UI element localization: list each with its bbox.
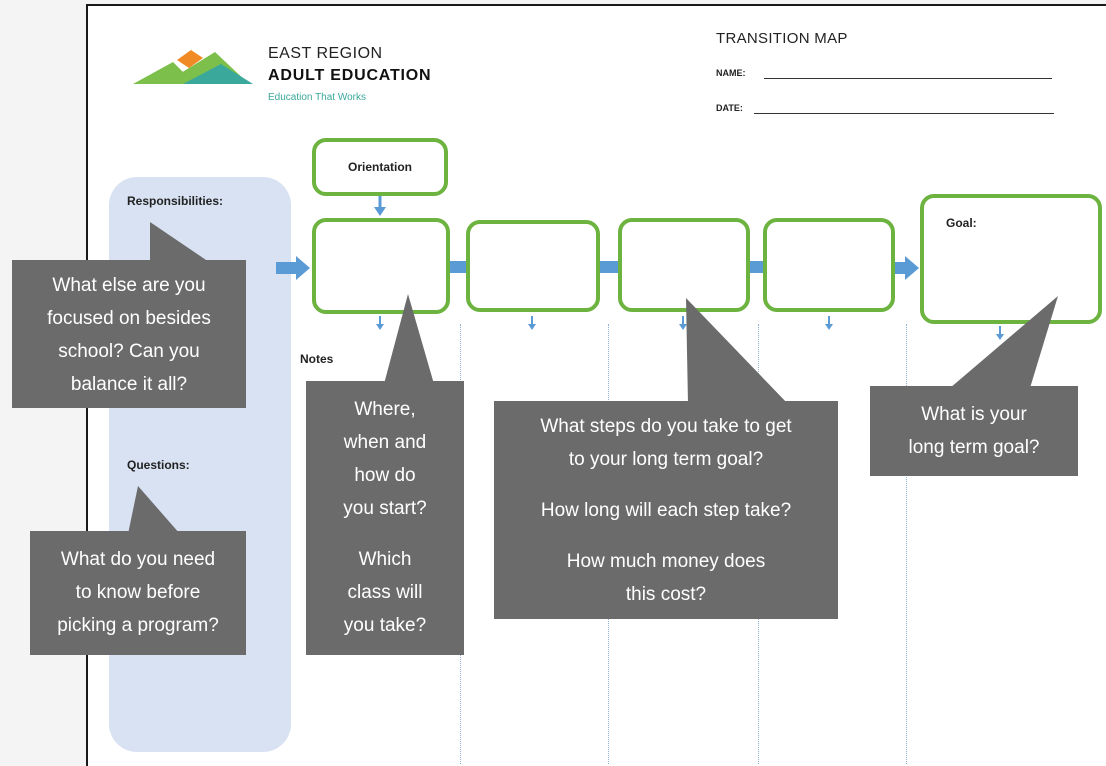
callout-start: Where, when and how do you start? Which … bbox=[306, 381, 464, 655]
callout-text: Where, bbox=[354, 399, 416, 420]
goal-box[interactable]: Goal: bbox=[920, 194, 1102, 324]
callout-text: you take? bbox=[343, 615, 427, 636]
org-name-line2: ADULT EDUCATION bbox=[268, 67, 432, 84]
orientation-box[interactable]: Orientation bbox=[312, 138, 448, 196]
orientation-label: Orientation bbox=[347, 160, 412, 174]
callout-text: focused on besides bbox=[47, 308, 211, 329]
document-title: TRANSITION MAP bbox=[716, 30, 848, 47]
responsibilities-label: Responsibilities: bbox=[127, 194, 224, 208]
column-divider bbox=[906, 324, 907, 764]
callout-text: this cost? bbox=[625, 584, 707, 605]
connector-2 bbox=[600, 261, 618, 273]
callout-text: balance it all? bbox=[70, 374, 188, 395]
arrow-down-icon bbox=[825, 316, 833, 330]
date-field[interactable] bbox=[754, 113, 1054, 114]
callout-text: you start? bbox=[343, 498, 427, 519]
name-label: NAME: bbox=[716, 68, 746, 78]
arrow-down-icon bbox=[528, 316, 536, 330]
arrow-right-icon bbox=[276, 256, 310, 280]
callout-text: What steps do you take to get bbox=[540, 416, 792, 437]
callout-text: school? Can you bbox=[58, 341, 200, 362]
callout-text: picking a program? bbox=[57, 615, 219, 636]
callout-text: How long will each step take? bbox=[540, 500, 792, 521]
callout-text: when and bbox=[343, 432, 427, 453]
connector-3 bbox=[750, 261, 763, 273]
callout-questions: What do you need to know before picking … bbox=[30, 531, 246, 655]
org-tagline: Education That Works bbox=[268, 92, 367, 103]
date-label: DATE: bbox=[716, 103, 743, 113]
callout-steps: What steps do you take to get to your lo… bbox=[494, 401, 838, 619]
callout-text: What else are you bbox=[52, 275, 206, 296]
callout-text: long term goal? bbox=[908, 437, 1040, 458]
callout-text: to your long term goal? bbox=[568, 449, 764, 470]
callout-text: What is your bbox=[921, 404, 1027, 425]
step-box-4[interactable] bbox=[763, 218, 895, 312]
step-box-1[interactable] bbox=[312, 218, 450, 314]
step-box-2[interactable] bbox=[466, 220, 600, 312]
callout-text: What do you need bbox=[60, 549, 216, 570]
org-name-line1: EAST REGION bbox=[268, 45, 383, 62]
name-field[interactable] bbox=[764, 78, 1052, 79]
callout-text: class will bbox=[347, 582, 423, 603]
arrow-right-icon bbox=[895, 256, 919, 280]
callout-responsibilities: What else are you focused on besides sch… bbox=[12, 260, 246, 408]
notes-label: Notes bbox=[300, 352, 334, 366]
step-box-3[interactable] bbox=[618, 218, 750, 312]
logo-mountains-icon bbox=[133, 50, 253, 84]
arrow-down-icon bbox=[376, 316, 384, 330]
callout-goal: What is your long term goal? bbox=[870, 386, 1078, 476]
transition-map-page: EAST REGION ADULT EDUCATION Education Th… bbox=[12, 4, 1106, 766]
arrow-down-icon bbox=[374, 196, 386, 216]
callout-text: Which bbox=[358, 549, 412, 570]
questions-label: Questions: bbox=[127, 458, 190, 472]
callout-text: How much money does bbox=[566, 551, 766, 572]
connector-1 bbox=[450, 261, 466, 273]
goal-label: Goal: bbox=[946, 216, 977, 230]
callout-text: to know before bbox=[75, 582, 201, 603]
arrow-down-icon bbox=[679, 316, 687, 330]
callout-text: how do bbox=[354, 465, 416, 486]
arrow-down-icon bbox=[996, 326, 1004, 340]
